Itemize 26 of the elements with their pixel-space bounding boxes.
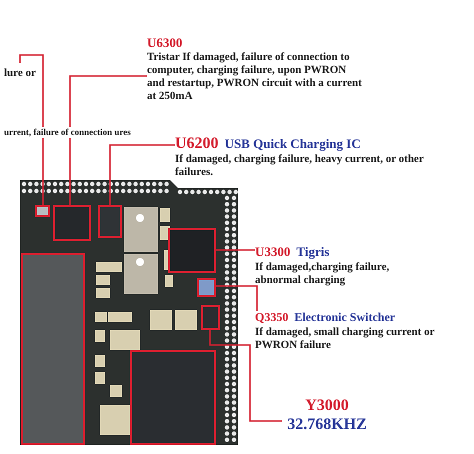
part-name: Tigris	[296, 244, 330, 259]
part-name: USB Quick Charging IC	[224, 136, 361, 151]
part-number: U6200	[175, 135, 219, 152]
part-description: If damaged, small charging current or PWRON failure	[255, 326, 436, 352]
chip-outline	[53, 205, 91, 241]
callout-text: lure or	[4, 67, 36, 79]
part-number: U6300	[147, 35, 184, 51]
part-description: If damaged,charging failure, abnormal charging	[255, 261, 390, 287]
chip-outline	[98, 205, 122, 238]
leader-line	[69, 75, 147, 205]
part-number: Q3350	[255, 310, 288, 324]
leader-line	[109, 144, 175, 205]
note-text: urrent, failure of connection ures	[4, 127, 131, 138]
part-number: U3300	[255, 244, 290, 259]
chip-outline	[197, 278, 216, 297]
part-name: Electronic Switcher	[294, 310, 396, 324]
chip-outline	[168, 228, 216, 273]
part-description: If damaged, charging failure, heavy current, or other failures.	[175, 153, 424, 179]
frequency-value: 32.768KHZ	[286, 415, 368, 434]
leader-line	[209, 330, 282, 422]
part-description: Tristar If damaged, failure of connection to computer, charging failure, upon PWRON and restartup, PWRON circuit with a current at 250mA	[147, 51, 362, 103]
chip-outline	[35, 205, 50, 217]
leader-line	[216, 285, 258, 311]
part-number: Y3000	[304, 396, 350, 415]
leader-line	[19, 54, 44, 205]
chip-outline	[201, 305, 220, 330]
